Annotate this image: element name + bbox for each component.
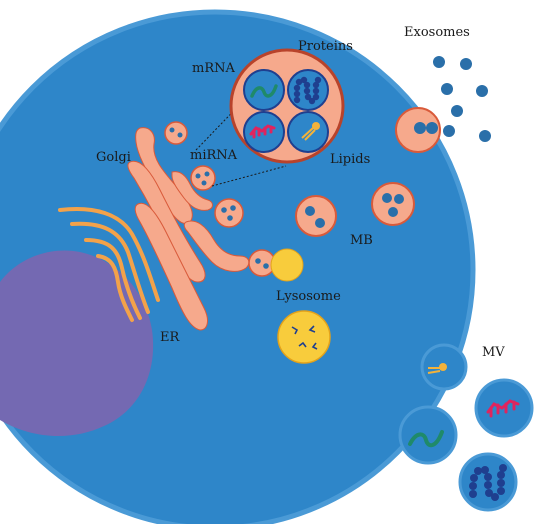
enzyme-glyph <box>311 342 318 350</box>
mvb <box>371 182 415 226</box>
exosome <box>460 58 472 70</box>
mrna-icon <box>408 430 444 448</box>
label-lysosome: Lysosome <box>276 289 341 304</box>
mrna-icon <box>250 84 278 98</box>
label-mb: MB <box>350 233 373 248</box>
endoplasmic-reticulum <box>58 207 160 322</box>
golgi-cisterna <box>171 171 213 211</box>
mvb <box>295 195 337 237</box>
vesicle <box>214 198 244 228</box>
golgi-apparatus <box>127 127 250 331</box>
zoom-line <box>195 95 249 151</box>
protein-icon <box>293 76 322 105</box>
label-golgi: Golgi <box>96 150 131 165</box>
vesicle <box>190 165 216 191</box>
er-strand <box>84 238 142 320</box>
nucleus-shape <box>0 250 154 437</box>
exosome <box>443 125 455 137</box>
cargo-mrna <box>243 69 285 111</box>
mv-released-mirna <box>474 378 534 438</box>
label-er: ER <box>160 330 180 345</box>
exosome <box>479 130 491 142</box>
er-strand <box>96 254 134 322</box>
lysosomes <box>270 248 331 364</box>
er-strand <box>58 207 160 302</box>
label-mv: MV <box>482 345 505 360</box>
nucleus <box>0 250 154 437</box>
labels: Proteins mRNA Exosomes Golgi miRNA Lipid… <box>96 25 505 360</box>
microvesicles <box>398 343 534 512</box>
exosome <box>451 105 463 117</box>
lysosome-small <box>270 248 304 282</box>
golgi-vesicles <box>164 121 244 228</box>
er-strand <box>70 221 150 314</box>
cargo-lipids <box>287 111 329 153</box>
enzyme-glyph <box>291 326 299 335</box>
cargo-zoom <box>195 48 345 187</box>
enzyme-glyph <box>298 341 307 348</box>
vesicle <box>164 121 188 145</box>
mirna-icon <box>249 124 276 139</box>
exosome <box>476 85 488 97</box>
multivesicular-bodies <box>248 107 441 277</box>
lipid-icon <box>301 122 320 141</box>
mv-budding-mrna <box>398 405 458 465</box>
lysosome-large <box>277 310 331 364</box>
label-proteins: Proteins <box>298 39 353 54</box>
mv-released-protein <box>458 452 518 512</box>
exosome <box>433 56 445 68</box>
mv-budding-lipid <box>420 343 468 391</box>
golgi-cisterna <box>134 202 208 331</box>
cargo-proteins <box>287 69 329 111</box>
enzyme-glyph <box>308 325 316 333</box>
label-exosomes: Exosomes <box>404 25 470 40</box>
golgi-cisterna <box>127 160 206 283</box>
label-lipids: Lipids <box>330 152 370 167</box>
golgi-cisterna <box>183 220 250 272</box>
label-mirna: miRNA <box>190 148 238 163</box>
cargo-mirna <box>243 111 285 153</box>
label-mrna: mRNA <box>192 61 235 76</box>
mvb-fusing-membrane <box>395 107 441 153</box>
exosomes <box>433 56 491 142</box>
exosome <box>441 83 453 95</box>
zoom-line <box>211 165 287 187</box>
